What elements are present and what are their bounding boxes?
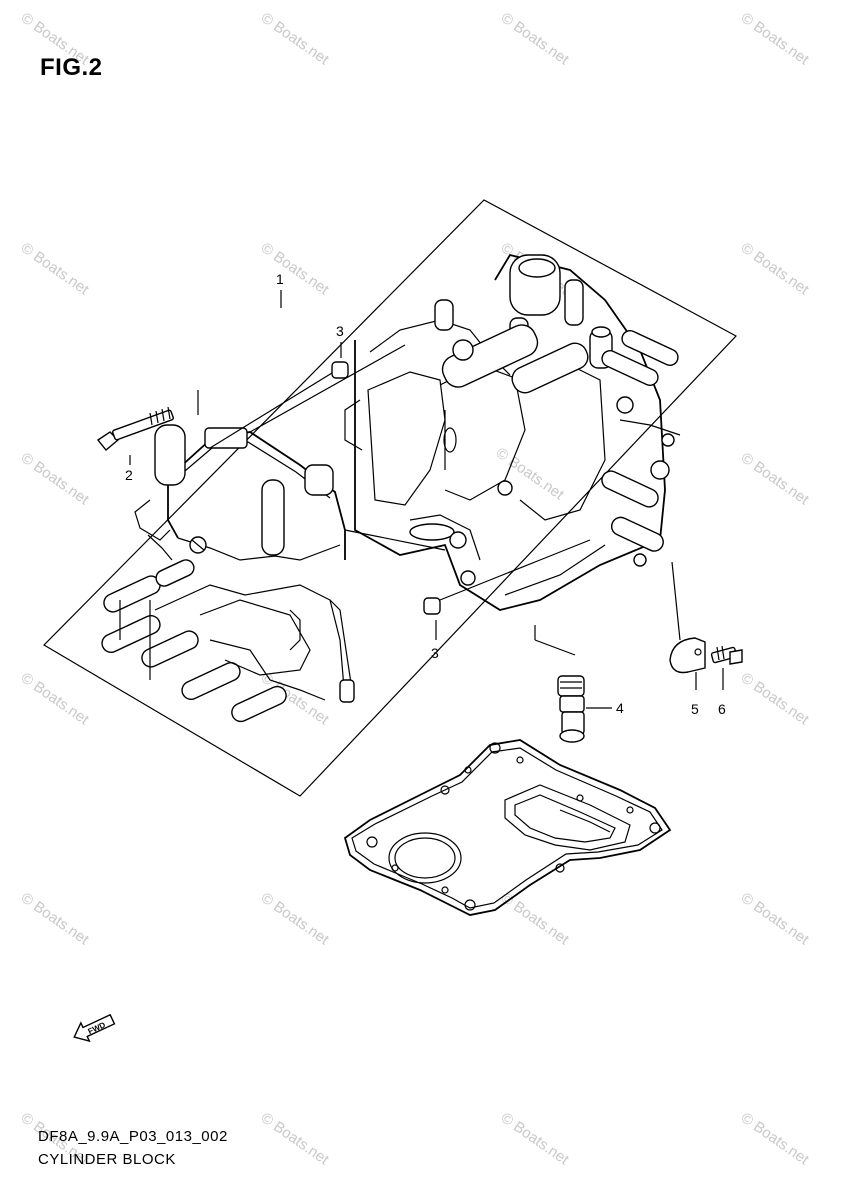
callout-6-bolt: 6 <box>710 645 743 717</box>
callout-label: 3 <box>336 323 344 339</box>
watermark: © Boats.net <box>498 889 573 948</box>
watermark: © Boats.net <box>498 1109 573 1168</box>
callout-1: 1 <box>276 271 284 308</box>
diagram-caption: CYLINDER BLOCK <box>38 1151 176 1168</box>
callout-4-fitting: 4 <box>557 675 624 743</box>
fwd-label: FWD <box>87 1020 108 1036</box>
watermark: © Boats.net <box>738 239 813 298</box>
callout-label: 4 <box>616 700 624 716</box>
watermark: © Boats.net <box>498 9 573 68</box>
watermark: © Boats.net <box>738 9 813 68</box>
watermark: © Boats.net <box>738 669 813 728</box>
callout-label: 5 <box>691 701 699 717</box>
watermark: © Boats.net <box>738 889 813 948</box>
callout-5-clamp: 5 <box>669 637 706 717</box>
watermark: © Boats.net <box>18 239 93 298</box>
watermark: © Boats.net <box>258 1109 333 1168</box>
watermark: © Boats.net <box>258 239 333 298</box>
watermark: © Boats.net <box>258 889 333 948</box>
cylinder-block-right-half <box>344 253 681 611</box>
watermark: © Boats.net <box>18 9 93 68</box>
diagram-code: DF8A_9.9A_P03_013_002 <box>38 1128 228 1145</box>
watermark: © Boats.net <box>738 1109 813 1168</box>
callout-label: 6 <box>718 701 726 717</box>
callout-label: 1 <box>276 271 284 287</box>
assembly-outline-box <box>43 199 737 797</box>
callout-label: 3 <box>431 645 439 661</box>
watermark: © Boats.net <box>18 669 93 728</box>
leader-lines <box>197 344 681 656</box>
callout-label: 2 <box>125 467 133 483</box>
callout-3-dowel-lower: 3 <box>423 597 441 661</box>
watermark: © Boats.net <box>18 889 93 948</box>
crankcase-left-half <box>101 424 355 723</box>
watermark: © Boats.net <box>258 9 333 68</box>
callout-3-dowel-upper: 3 <box>331 323 349 379</box>
base-gasket <box>343 739 672 916</box>
figure-title: FIG.2 <box>40 54 103 81</box>
forward-arrow-icon: FWD <box>73 1013 116 1043</box>
watermark: © Boats.net <box>738 449 813 508</box>
watermark: © Boats.net <box>18 449 93 508</box>
callout-2-bolt: 2 <box>96 406 174 483</box>
